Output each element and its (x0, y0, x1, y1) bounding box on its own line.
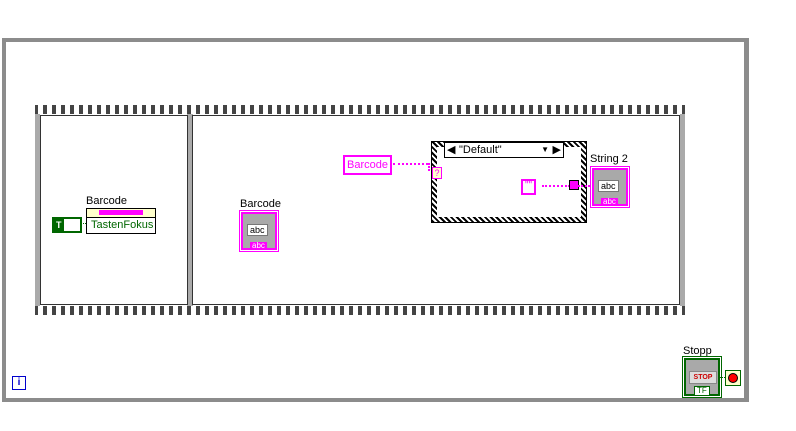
iteration-terminal-icon: i (12, 376, 26, 390)
barcode-indicator-label: Barcode (240, 198, 281, 210)
loop-condition-terminal[interactable] (725, 370, 741, 386)
property-node[interactable]: TastenFokus (86, 208, 156, 234)
case-selector-label[interactable]: ◀ "Default" ▼ ▶ (444, 142, 564, 158)
stop-button-terminal[interactable]: STOP TF (682, 356, 722, 398)
barcode-indicator[interactable]: abc abc (239, 210, 279, 252)
barcode-local-variable[interactable]: Barcode (343, 155, 392, 175)
film-strip-top (35, 105, 685, 114)
film-strip-bottom (35, 306, 685, 315)
empty-string-constant[interactable]: "" (521, 179, 537, 195)
string2-label: String 2 (590, 153, 628, 165)
string2-indicator[interactable]: abc abc (590, 166, 630, 208)
boolean-true-constant[interactable]: T (52, 217, 82, 233)
case-selector-terminal[interactable]: ? (432, 167, 442, 179)
while-loop[interactable] (2, 38, 749, 402)
property-node-label: Barcode (86, 195, 127, 207)
property-tastenfokus[interactable]: TastenFokus (91, 219, 154, 231)
stop-label: Stopp (683, 345, 712, 357)
